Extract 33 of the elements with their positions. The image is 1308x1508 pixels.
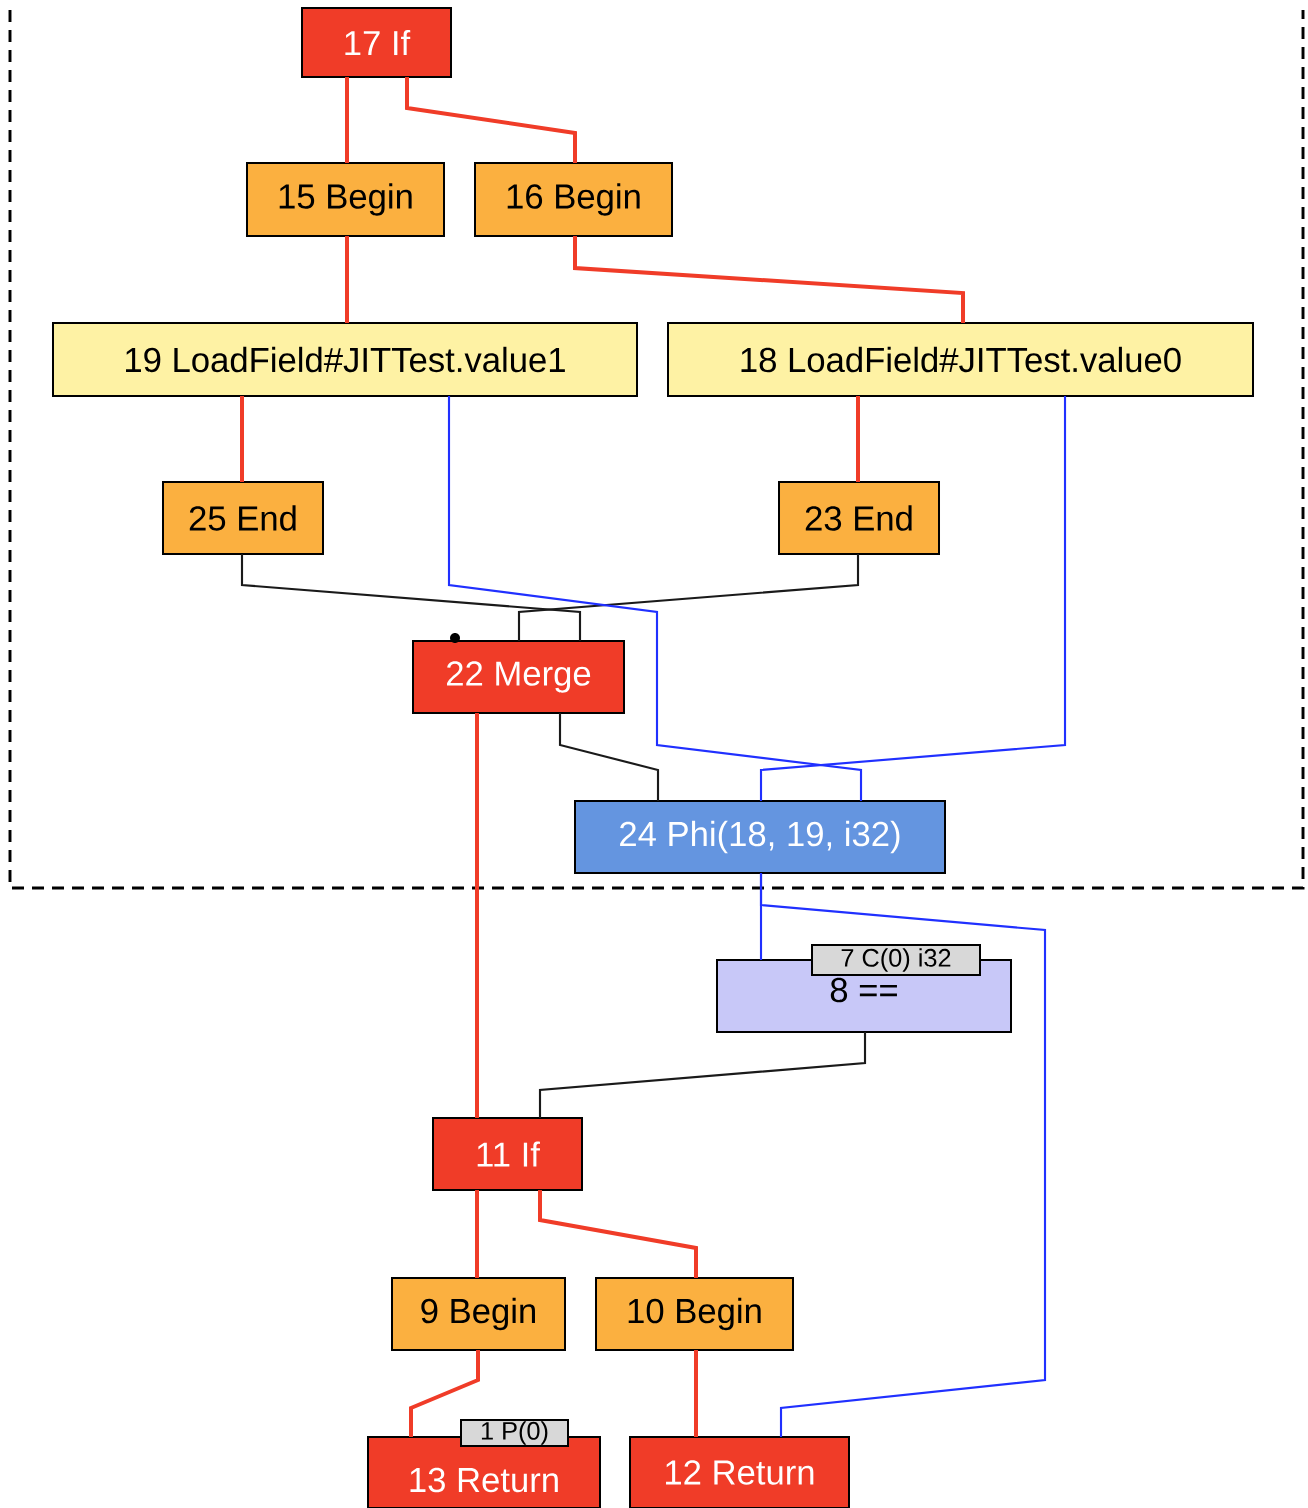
edge-line — [573, 236, 965, 323]
edge-line — [475, 713, 479, 1118]
node-box: 25 End — [162, 481, 324, 555]
node-box: 11 If — [432, 1117, 583, 1191]
node-box: 10 Begin — [595, 1277, 794, 1351]
node-box: 19 LoadField#JITTest.value1 — [52, 322, 638, 397]
node-box: 9 Begin — [391, 1277, 566, 1351]
node-box: 23 End — [778, 481, 940, 555]
constant-tag: 7 C(0) i32 — [811, 944, 981, 976]
edge-line — [694, 1350, 698, 1437]
edge-line — [345, 77, 349, 163]
node-box: 24 Phi(18, 19, i32) — [574, 800, 946, 874]
node-box: 15 Begin — [246, 162, 445, 237]
edge-line — [856, 396, 860, 482]
edge-line — [475, 1190, 479, 1278]
edge-line — [447, 396, 863, 801]
edge-line — [759, 396, 1067, 801]
node-box: 12 Return — [629, 1436, 850, 1508]
edge-line — [409, 1350, 480, 1437]
node-box: 22 Merge — [412, 640, 625, 714]
edge-line — [240, 554, 582, 641]
edge-line — [517, 554, 860, 641]
edge-line — [538, 1190, 698, 1278]
edge-line — [405, 77, 577, 163]
edge-line — [759, 873, 1047, 1437]
edge-line — [538, 1032, 867, 1118]
constant-tag: 1 P(0) — [460, 1419, 569, 1447]
edge-line — [240, 396, 244, 482]
node-box: 17 If — [301, 7, 452, 78]
edge-line — [558, 713, 660, 801]
node-box: 18 LoadField#JITTest.value0 — [667, 322, 1254, 397]
node-box: 16 Begin — [474, 162, 673, 237]
edge-line — [345, 236, 349, 323]
